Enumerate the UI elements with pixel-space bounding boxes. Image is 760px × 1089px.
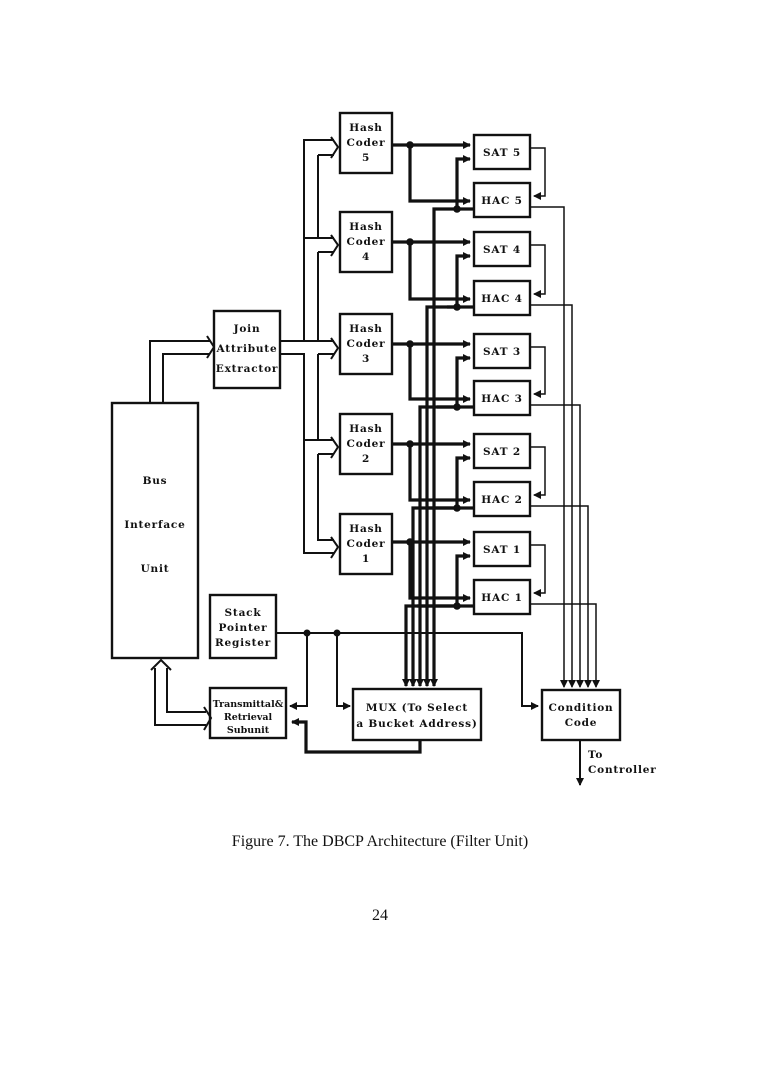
sat-label: SAT 1 — [483, 544, 521, 556]
bus-interface-label-1: Bus — [143, 475, 168, 487]
hac-to-condition-line — [530, 404, 584, 688]
stack-pointer-label-1: Stack — [225, 607, 262, 619]
hash-to-hac-line — [408, 145, 471, 205]
bus-interface-label-3: Unit — [141, 563, 170, 575]
hac-to-mux-line — [430, 207, 457, 687]
hac-to-condition-line — [530, 505, 592, 688]
hac-block: HAC 2 — [472, 480, 532, 518]
hac-to-condition-line — [530, 304, 576, 688]
hac-label: HAC 3 — [481, 393, 522, 405]
hash-coder-label: 3 — [362, 353, 370, 365]
hac-label: HAC 4 — [481, 293, 522, 305]
to-controller-label-1: To — [588, 749, 603, 761]
hash-coder-label: Hash — [349, 423, 382, 435]
hash-to-hac-line — [408, 542, 471, 602]
page-number: 24 — [372, 907, 388, 924]
sat-block: SAT 3 — [472, 332, 532, 370]
extractor-label-2: Attribute — [216, 343, 278, 355]
sat-block: SAT 1 — [472, 530, 532, 568]
transmittal-label-3: Subunit — [227, 725, 270, 736]
stack-pointer-output — [276, 629, 539, 710]
hash-coder-label: Hash — [349, 523, 382, 535]
hash-coder-label: Coder — [347, 538, 386, 550]
stack-pointer-label-3: Register — [215, 637, 271, 649]
to-controller-output: To Controller — [576, 740, 657, 786]
mux-to-transmittal-line — [291, 718, 422, 754]
hac-label: HAC 5 — [481, 195, 522, 207]
extractor-to-hash-coders-bus — [280, 136, 340, 559]
stack-pointer-register: Stack Pointer Register — [208, 593, 278, 660]
hac-block: HAC 3 — [472, 379, 532, 417]
condition-code-label-2: Code — [565, 717, 598, 729]
hash-coder-label: Hash — [349, 323, 382, 335]
sat-block: SAT 4 — [472, 230, 532, 268]
hash-to-hac-line — [408, 242, 471, 303]
hash-coder-label: 5 — [362, 152, 370, 164]
hac-label: HAC 2 — [481, 494, 522, 506]
sat-to-hac-line — [530, 544, 546, 597]
sat-block: SAT 5 — [472, 133, 532, 171]
transmittal-retrieval-subunit: Transmittal& Retrieval Subunit — [208, 686, 288, 740]
sat-block: SAT 2 — [472, 432, 532, 470]
stack-pointer-label-2: Pointer — [219, 622, 268, 634]
transmittal-label-1: Transmittal& — [213, 699, 284, 710]
hash-coder-label: Coder — [347, 236, 386, 248]
hac-to-mux-line — [402, 604, 457, 687]
hash-to-hac-line — [408, 344, 471, 403]
extractor-label-1: Join — [233, 323, 261, 335]
hac-to-condition-line — [530, 206, 568, 688]
bus-interface-label-2: Interface — [124, 519, 185, 531]
hash-coder-label: Coder — [347, 137, 386, 149]
transmittal-label-2: Retrieval — [224, 712, 273, 723]
hac-label: HAC 1 — [481, 592, 522, 604]
sat-to-hac-line — [530, 446, 546, 499]
sat-label: SAT 3 — [483, 346, 521, 358]
hac-to-mux-line — [416, 405, 457, 687]
hash-coder-label: 2 — [362, 453, 370, 465]
join-attribute-extractor: Join Attribute Extractor — [212, 309, 282, 390]
hac-to-mux-line — [423, 305, 457, 687]
condition-code-label-1: Condition — [548, 702, 613, 714]
hac-block: HAC 5 — [472, 181, 532, 219]
hash-coder-label: Coder — [347, 438, 386, 450]
hac-block: HAC 1 — [472, 578, 532, 616]
biu-to-extractor-bus — [149, 335, 216, 403]
extractor-label-3: Extractor — [216, 363, 278, 375]
biu-to-transmittal-bus — [150, 658, 213, 731]
sat-label: SAT 4 — [483, 244, 521, 256]
hash-coder-label: 1 — [362, 553, 370, 565]
figure-caption: Figure 7. The DBCP Architecture (Filter … — [231, 833, 529, 850]
sat-to-hac-line — [530, 147, 546, 200]
hash-coder-label: Hash — [349, 122, 382, 134]
mux-label-1: MUX (To Select — [366, 702, 468, 714]
mux: MUX (To Select a Bucket Address) — [351, 687, 483, 742]
condition-code: Condition Code — [540, 688, 622, 742]
bus-interface-unit: Bus Interface Unit — [110, 401, 200, 660]
hac-block: HAC 4 — [472, 279, 532, 317]
sat-to-hac-line — [530, 346, 546, 398]
to-controller-label-2: Controller — [588, 764, 657, 776]
sat-label: SAT 5 — [483, 147, 521, 159]
mux-label-2: a Bucket Address) — [356, 718, 477, 730]
hash-coder-label: Hash — [349, 221, 382, 233]
hash-coder-label: Coder — [347, 338, 386, 350]
hac-to-condition-line — [530, 603, 600, 688]
hac-to-mux-line — [409, 506, 457, 687]
sat-to-hac-line — [530, 244, 546, 298]
sat-label: SAT 2 — [483, 446, 521, 458]
hash-coder-label: 4 — [362, 251, 370, 263]
hash-to-hac-line — [408, 444, 471, 504]
